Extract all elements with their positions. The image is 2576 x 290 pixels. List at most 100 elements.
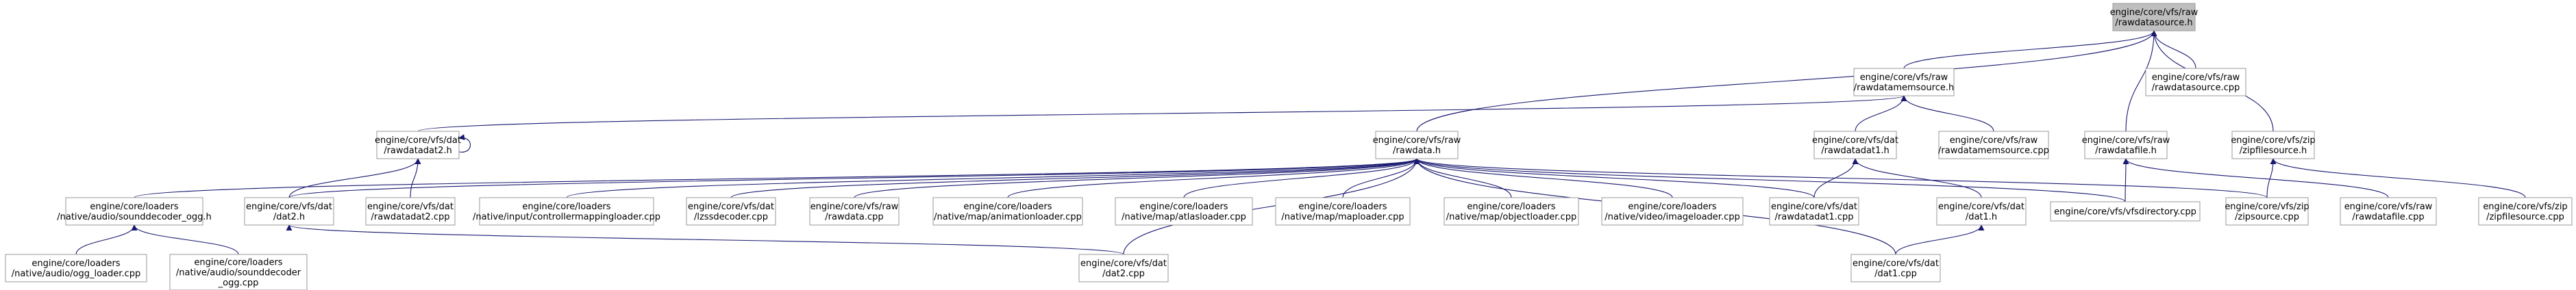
node-atlasloader-cpp[interactable]: engine/core/loaders/native/map/atlasload… (1115, 197, 1253, 226)
node-box (2084, 131, 2168, 159)
edge-lzssdecoder-cpp-to-rawdata-h (730, 158, 1420, 198)
node-label-line: engine/core/vfs/raw (2344, 202, 2433, 212)
node-label-line: /rawdatadat1.h (1821, 146, 1890, 156)
node-vfsdirectory-cpp[interactable]: engine/core/vfs/vfsdirectory.cpp (2050, 201, 2201, 222)
node-ogg-loader-cpp[interactable]: engine/core/loaders/native/audio/ogg_loa… (5, 254, 147, 282)
node-objectloader-cpp[interactable]: engine/core/loaders/native/map/objectloa… (1444, 197, 1579, 226)
node-rawdatadat2-h[interactable]: engine/core/vfs/dat/rawdatadat2.h (375, 131, 461, 159)
node-box (1853, 68, 1955, 96)
node-zipsource-cpp[interactable]: engine/core/vfs/zip/zipsource.cpp (2225, 197, 2309, 226)
node-rawdatafile-h[interactable]: engine/core/vfs/raw/rawdatafile.h (2082, 131, 2170, 159)
node-controllermappingloader-cpp[interactable]: engine/core/loaders/native/input/control… (473, 197, 660, 226)
node-imageloader-cpp[interactable]: engine/core/loaders/native/video/imagelo… (1601, 197, 1744, 226)
node-label-line: engine/core/loaders (1298, 202, 1387, 212)
node-box (169, 254, 308, 290)
node-box (809, 197, 900, 226)
node-rawdatasource-h[interactable]: engine/core/vfs/raw/rawdatasource.h (2110, 3, 2199, 31)
node-label-line: engine/core/vfs/raw (1950, 135, 2038, 146)
edge-rawdatadat1-cpp-to-rawdata-h (1413, 158, 1815, 198)
node-label-line: /native/map/animationloader.cpp (934, 212, 1082, 222)
node-label-line: /rawdatafile.cpp (2352, 212, 2424, 222)
node-label-line: /native/audio/ogg_loader.cpp (12, 269, 140, 279)
node-rawdatadat2-cpp[interactable]: engine/core/vfs/dat/rawdatadat2.cpp (365, 197, 456, 226)
node-label-line: engine/core/vfs/raw (810, 202, 899, 212)
edge-dat2-cpp-to-dat2-h (286, 224, 1124, 255)
edge-zipsource-cpp-to-rawdata-h (1413, 158, 2268, 198)
node-box (365, 197, 456, 226)
node-label-line: /zipfilesource.h (2240, 146, 2307, 156)
node-maploader-cpp[interactable]: engine/core/loaders/native/map/maploader… (1275, 197, 1411, 226)
node-label-line: /rawdatamemsource.cpp (1938, 146, 2049, 156)
node-zipfilesource-cpp[interactable]: engine/core/vfs/zip/zipfilesource.cpp (2478, 197, 2573, 226)
node-box (2050, 201, 2201, 222)
node-box (2225, 197, 2309, 226)
node-label-line: /rawdatafile.h (2095, 146, 2157, 156)
node-label-line: /rawdatamemsource.h (1854, 83, 1954, 93)
node-label-line: engine/core/vfs/dat (1853, 259, 1939, 269)
edge-objectloader-cpp-to-rawdata-h (1413, 158, 1512, 198)
edge-rawdata-cpp-to-rawdata-h (854, 158, 1420, 198)
node-dat2-cpp[interactable]: engine/core/vfs/dat/dat2.cpp (1078, 254, 1169, 282)
node-label-line: /native/input/controllermappingloader.cp… (473, 212, 660, 222)
edge-rawdata-h-to-rawdatasource-h (1416, 30, 2157, 132)
node-box (1850, 254, 1941, 282)
node-rawdatafile-cpp[interactable]: engine/core/vfs/raw/rawdatafile.cpp (2340, 197, 2437, 226)
node-label-line: engine/core/vfs/dat (375, 135, 461, 146)
node-box (932, 197, 1083, 226)
node-rawdata-cpp[interactable]: engine/core/vfs/raw/rawdata.cpp (809, 197, 900, 226)
edge-atlasloader-cpp-to-rawdata-h (1183, 158, 1420, 198)
node-dat1-h[interactable]: engine/core/vfs/dat/dat1.h (1936, 197, 2027, 226)
node-label-line: engine/core/vfs/raw (2110, 8, 2199, 18)
node-box (2340, 197, 2437, 226)
node-box (244, 197, 334, 226)
node-label-line: engine/core/vfs/raw (1373, 135, 1461, 146)
node-box (1813, 131, 1897, 159)
node-box (2112, 3, 2196, 31)
node-sounddecoder-ogg-h[interactable]: engine/core/loaders/native/audio/soundde… (57, 197, 212, 226)
node-sounddecoder-ogg-cpp[interactable]: engine/core/loaders/native/audio/soundde… (169, 254, 308, 290)
edge-sounddecoder-ogg-cpp-to-sounddecoder-ogg-h (131, 224, 239, 255)
node-dat2-h[interactable]: engine/core/vfs/dat/dat2.h (244, 197, 334, 226)
node-label-line: /zipsource.cpp (2235, 212, 2299, 222)
edge-vfsdirectory-cpp-to-rawdata-h (1413, 158, 2126, 202)
node-label-line: /native/map/objectloader.cpp (1446, 212, 1576, 222)
file-nodes: engine/core/vfs/raw/rawdatasource.hengin… (5, 3, 2573, 290)
node-box (1938, 131, 2049, 159)
node-label-line: engine/core/vfs/zip (2231, 135, 2315, 146)
node-rawdatamemsource-h[interactable]: engine/core/vfs/raw/rawdatamemsource.h (1853, 68, 1955, 96)
edge-rawdatafile-cpp-to-rawdatafile-h (2122, 158, 2389, 198)
edge-rawdatamemsource-h-to-rawdatasource-h (1903, 30, 2157, 69)
node-box (1078, 254, 1169, 282)
node-lzssdecoder-cpp[interactable]: engine/core/vfs/dat/lzssdecoder.cpp (686, 197, 776, 226)
node-rawdatasource-cpp[interactable]: engine/core/vfs/raw/rawdatasource.cpp (2145, 68, 2246, 96)
node-animationloader-cpp[interactable]: engine/core/loaders/native/map/animation… (932, 197, 1083, 226)
node-box (5, 254, 147, 282)
edge-rawdatadat2-h-to-rawdatamemsource-h (417, 95, 1907, 132)
node-zipfilesource-h[interactable]: engine/core/vfs/zip/zipfilesource.h (2231, 131, 2316, 159)
edge-dat2-cpp-to-rawdata-h (1123, 158, 1420, 255)
node-rawdatadat1-cpp[interactable]: engine/core/vfs/dat/rawdatadat1.cpp (1769, 197, 1859, 226)
node-label-line: engine/core/loaders (194, 258, 282, 268)
edge-rawdatadat2-cpp-to-rawdatadat2-h (410, 158, 421, 198)
node-label-line: /dat2.cpp (1102, 269, 1145, 279)
node-label-line: /rawdatadat2.h (384, 146, 452, 156)
node-rawdatamemsource-cpp[interactable]: engine/core/vfs/raw/rawdatamemsource.cpp (1938, 131, 2049, 159)
node-label-line: engine/core/vfs/dat (1771, 202, 1857, 212)
node-label-line: engine/core/vfs/raw (1860, 72, 1948, 83)
edge-dat2-h-to-rawdata-h (288, 158, 1420, 198)
node-label-line: engine/core/vfs/dat (246, 202, 332, 212)
node-label-line: engine/core/vfs/raw (2082, 135, 2170, 146)
node-label-line: /zipfilesource.cpp (2486, 212, 2564, 222)
node-box (1375, 131, 1459, 159)
node-label-line: engine/core/vfs/zip (2225, 202, 2309, 212)
edge-rawdatadat2-h-to-rawdatadat2-h (458, 134, 471, 153)
node-rawdatadat1-h[interactable]: engine/core/vfs/dat/rawdatadat1.h (1812, 131, 1898, 159)
node-dat1-cpp[interactable]: engine/core/vfs/dat/dat1.cpp (1850, 254, 1941, 282)
edge-ogg-loader-cpp-to-sounddecoder-ogg-h (75, 224, 138, 255)
node-label-line: /dat2.h (273, 212, 305, 222)
edge-rawdatadat1-h-to-rawdatamemsource-h (1855, 95, 1907, 132)
node-box (1936, 197, 2027, 226)
node-label-line: engine/core/loaders (1628, 202, 1716, 212)
node-rawdata-h[interactable]: engine/core/vfs/raw/rawdata.h (1373, 131, 1461, 159)
node-box (1275, 197, 1411, 226)
